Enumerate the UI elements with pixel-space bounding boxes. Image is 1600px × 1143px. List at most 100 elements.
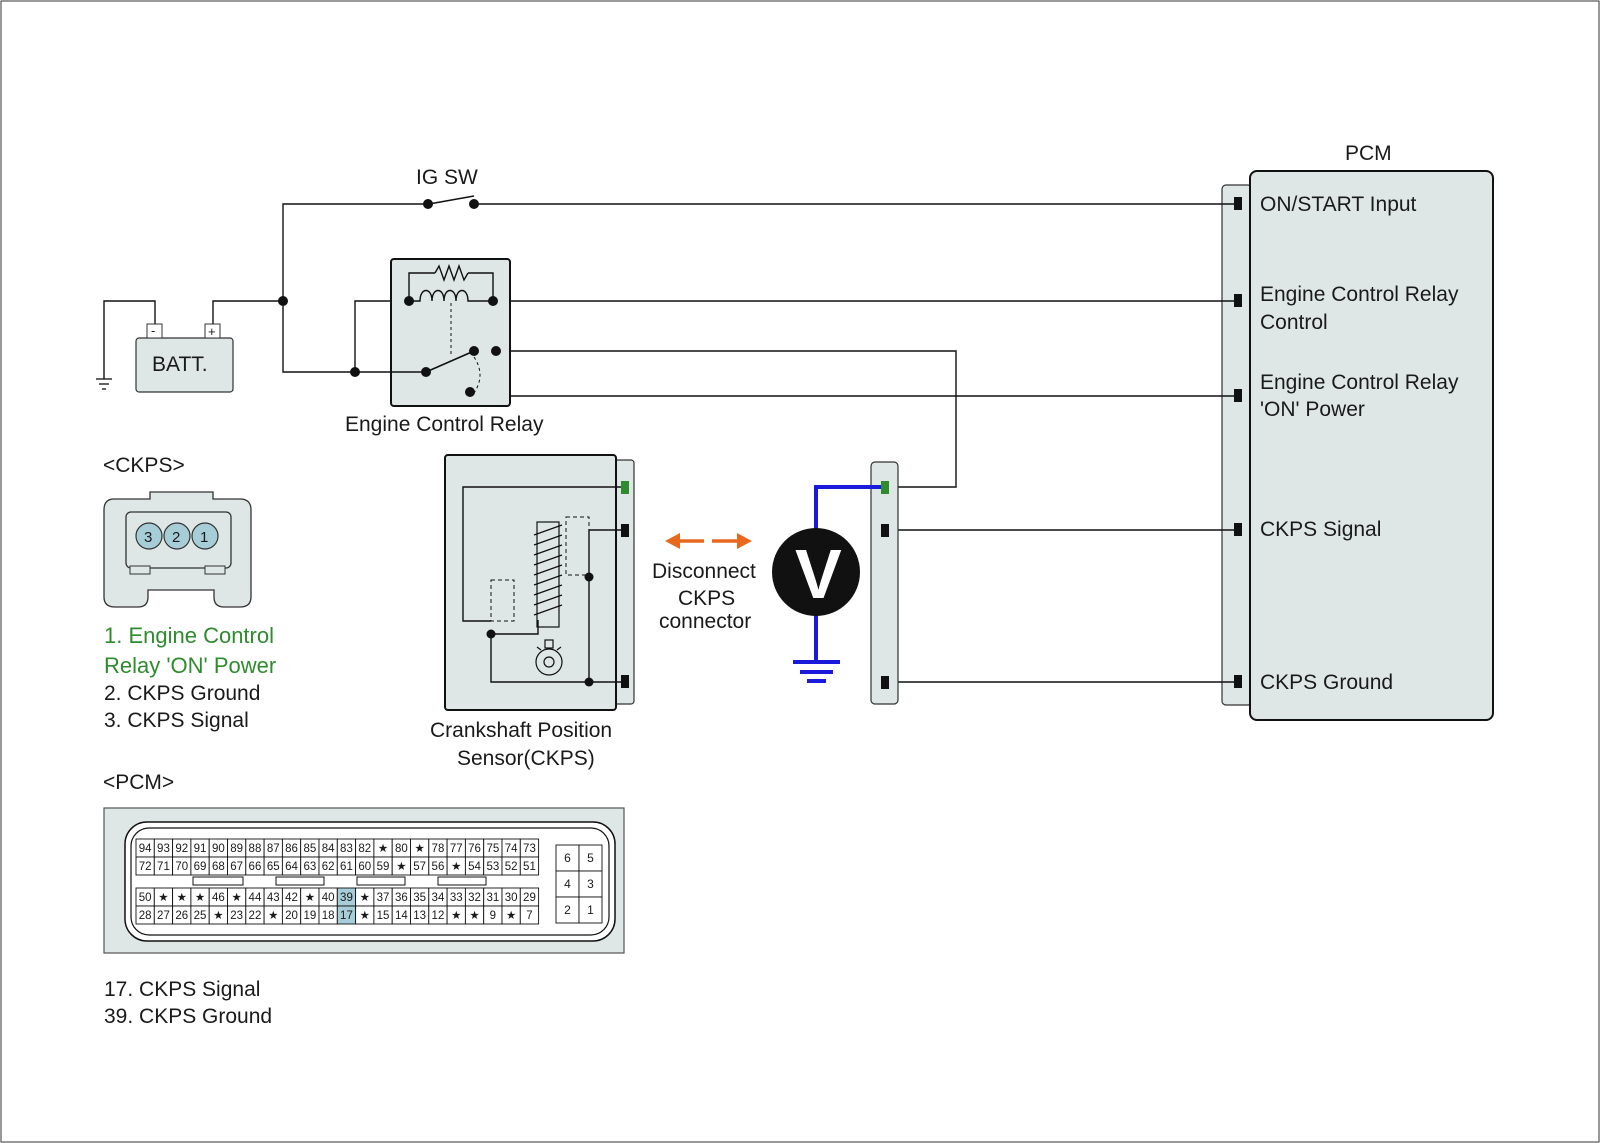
- pcm-pin-label: ★: [378, 843, 388, 855]
- pcm-key-4: [437, 876, 487, 886]
- pcm-pin-label: 19: [303, 910, 316, 922]
- ckps-sensor-node-ground-right: [584, 677, 594, 687]
- pcm-pin-label: ★: [396, 861, 406, 873]
- ckps-pin-2-label: 2: [172, 529, 180, 546]
- ckps-connector-foot-right: [204, 565, 226, 575]
- battery: - + BATT.: [135, 323, 234, 393]
- ckps-connector-title: <CKPS>: [103, 454, 185, 477]
- pcm-pin-label: ★: [414, 843, 424, 855]
- pcm-pin-label: ★: [360, 910, 370, 922]
- relay-label: Engine Control Relay: [345, 413, 544, 436]
- relay-switch-contact-on: [469, 346, 479, 356]
- pcm-pin-label: 86: [285, 843, 298, 855]
- pcm-pin-label: 69: [194, 861, 207, 873]
- ig-switch-contact-left: [423, 199, 433, 209]
- pcm-legend-39: 39. CKPS Ground: [104, 1005, 272, 1028]
- ckps-sensor-dashed-left: [490, 579, 515, 622]
- disconnect-arrowhead-right: [737, 533, 752, 549]
- pcm-key-1: [192, 876, 244, 886]
- pcm-pin-label: 51: [523, 861, 536, 873]
- pcm-pin-label: 66: [249, 861, 262, 873]
- relay-switch-contact-off: [465, 387, 475, 397]
- pcm-pin-label: 22: [249, 910, 262, 922]
- pcm-pin-label: 85: [303, 843, 316, 855]
- ckps-pin-1-label: 1: [200, 529, 208, 546]
- pcm-pin-ckps-ground: CKPS Ground: [1260, 671, 1393, 694]
- pcm-pin-label: 25: [194, 910, 207, 922]
- disconnect-arrows: [665, 533, 752, 549]
- pcm-pin-label: 65: [267, 861, 280, 873]
- pcm-pin-label: ★: [177, 892, 187, 904]
- pcm-pin-label: 31: [486, 892, 499, 904]
- pcm-pin-label: 74: [505, 843, 518, 855]
- pcm-pin-label: 43: [267, 892, 280, 904]
- disconnect-label-line3: connector: [659, 610, 751, 633]
- pcm-pin-label: 64: [285, 861, 298, 873]
- pcm-terminal-on-start: [1234, 197, 1242, 210]
- pcm-small-pin-label: 5: [587, 851, 594, 865]
- ig-sw-label: IG SW: [416, 166, 478, 189]
- pcm-pin-label: 76: [468, 843, 481, 855]
- pcm-pin-ecr-on-line1: Engine Control Relay: [1260, 371, 1459, 394]
- wire-batt-minus: [103, 300, 156, 379]
- pcm-pin-ecr-on-line2: 'ON' Power: [1260, 398, 1365, 421]
- pcm-pin-label: ★: [360, 892, 370, 904]
- pcm-small-pin-label: 3: [587, 877, 594, 891]
- pcm-pin-label: 33: [450, 892, 463, 904]
- battery-body: [135, 337, 234, 393]
- pcm-pin-label: 91: [194, 843, 207, 855]
- pcm-pin-label: 9: [490, 910, 496, 922]
- pcm-connector-title: <PCM>: [103, 771, 174, 794]
- ckps-sensor-wire-coil: [491, 620, 539, 635]
- pcm-pin-label: 92: [175, 843, 188, 855]
- pcm-key-2: [275, 876, 325, 886]
- pcm-pin-label: 70: [175, 861, 188, 873]
- relay-resistor-wire: [408, 272, 435, 301]
- pcm-pin-label: 50: [139, 892, 152, 904]
- disconnect-arrowhead-left: [665, 533, 680, 549]
- pcm-pin-label: 14: [395, 910, 408, 922]
- pcm-pin-label: 71: [157, 861, 170, 873]
- ckps-sensor: Crankshaft Position Sensor(CKPS): [430, 454, 635, 770]
- pcm-pin-label: 20: [285, 910, 298, 922]
- harness-connector-strip: [870, 461, 899, 705]
- ckps-legend-1-line1: 1. Engine Control: [104, 623, 274, 648]
- wire-batt-plus: [212, 300, 283, 325]
- pcm-pin-label: 52: [505, 861, 518, 873]
- pcm-pin-label: 67: [230, 861, 243, 873]
- pcm-body: [1249, 170, 1494, 721]
- pcm-pin-label: 90: [212, 843, 225, 855]
- pcm-pin-label: 46: [212, 892, 225, 904]
- ckps-sensor-label-line2: Sensor(CKPS): [457, 747, 595, 770]
- harness-connector: [870, 461, 899, 705]
- pcm-pin-label: 84: [322, 843, 335, 855]
- pcm-connector-strip: [1221, 184, 1253, 706]
- ckps-sensor-coil-icon: [533, 524, 563, 616]
- ckps-legend-3: 3. CKPS Signal: [104, 709, 249, 732]
- ig-switch-contact-right: [469, 199, 479, 209]
- pcm-terminal-ckps-ground: [1234, 675, 1242, 688]
- pcm-pin-label: 36: [395, 892, 408, 904]
- pcm-pin-on-start: ON/START Input: [1260, 193, 1417, 216]
- pcm-pin-label: 56: [432, 861, 445, 873]
- ckps-sensor-pin-3: [621, 524, 629, 537]
- pcm-pin-label: 35: [413, 892, 426, 904]
- pcm-pin-label: 78: [432, 843, 445, 855]
- ig-switch-blade: [428, 195, 475, 205]
- ckps-pin-3-label: 3: [144, 529, 152, 546]
- ckps-pin-2: [163, 522, 191, 550]
- pcm-pin-label: 30: [505, 892, 518, 904]
- battery-terminal-plus: [204, 323, 221, 339]
- voltmeter: V: [772, 485, 881, 683]
- battery-label: BATT.: [152, 353, 208, 376]
- pcm-pin-label: 17: [340, 910, 353, 922]
- pcm-pin-label: 44: [249, 892, 262, 904]
- pcm-pin-label: ★: [268, 910, 278, 922]
- ckps-sensor-body: [444, 454, 617, 711]
- pcm-pin-label: 72: [139, 861, 152, 873]
- pcm-pin-label: ★: [506, 910, 516, 922]
- pcm-small-pin-label: 4: [564, 877, 571, 891]
- pcm-pin-label: 26: [175, 910, 188, 922]
